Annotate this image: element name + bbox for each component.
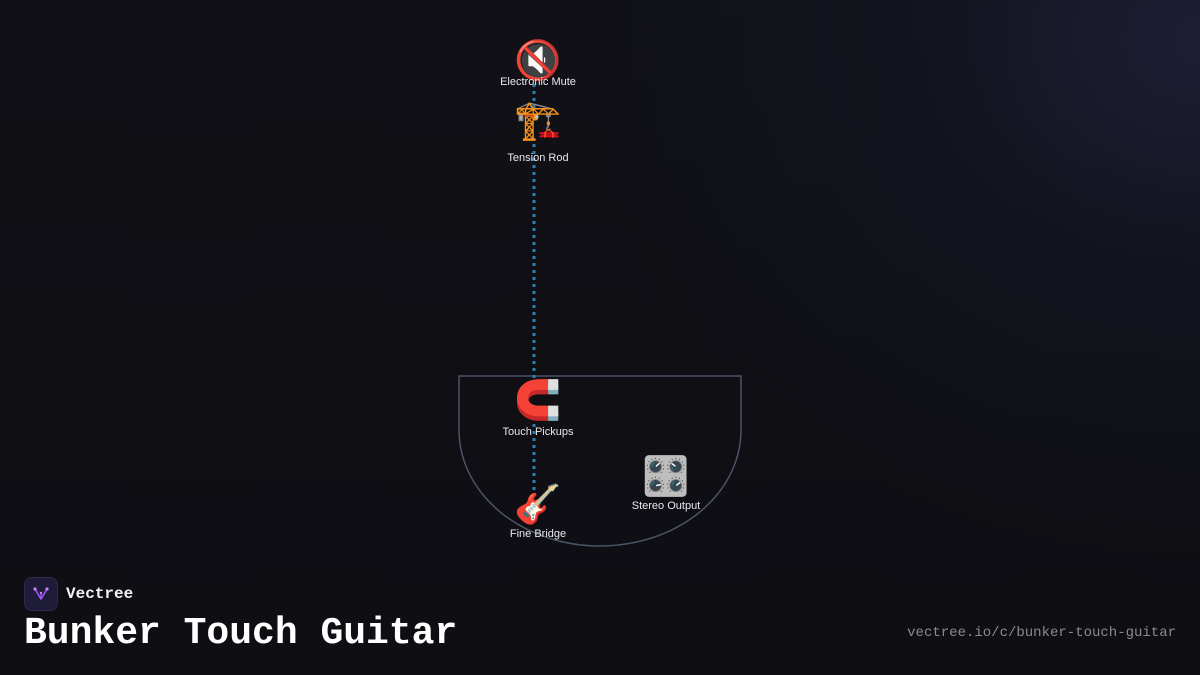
node-label: Touch Pickups — [502, 426, 574, 438]
node-label: Tension Rod — [507, 152, 569, 164]
page-url[interactable]: vectree.io/c/bunker-touch-guitar — [907, 625, 1176, 641]
magnet-icon: 🧲 — [514, 378, 562, 422]
node-label: Fine Bridge — [509, 528, 567, 540]
construction-crane-icon: 🏗️ — [514, 98, 562, 142]
guitar-icon: 🎸 — [514, 482, 562, 526]
page-title: Bunker Touch Guitar — [24, 612, 458, 655]
control-knobs-icon: 🎛️ — [642, 454, 690, 498]
node-touch-pickups[interactable]: 🧲 Touch Pickups — [503, 380, 574, 438]
node-stereo-output[interactable]: 🎛️ Stereo Output — [632, 456, 701, 512]
brand-name: Vectree — [66, 585, 134, 603]
node-fine-bridge[interactable]: 🎸 Fine Bridge — [510, 484, 566, 540]
vectree-logo-icon — [24, 577, 58, 611]
node-label: Electronic Mute — [500, 76, 576, 88]
brand: Vectree — [24, 577, 133, 611]
node-electronic-mute[interactable]: 🔇Electronic Mute — [500, 40, 576, 88]
node-tension-rod[interactable]: 🏗️ Tension Rod — [507, 100, 568, 164]
node-label: Stereo Output — [631, 500, 701, 512]
muted-speaker-icon: 🔇 — [514, 38, 562, 82]
group-output-group — [458, 375, 742, 547]
